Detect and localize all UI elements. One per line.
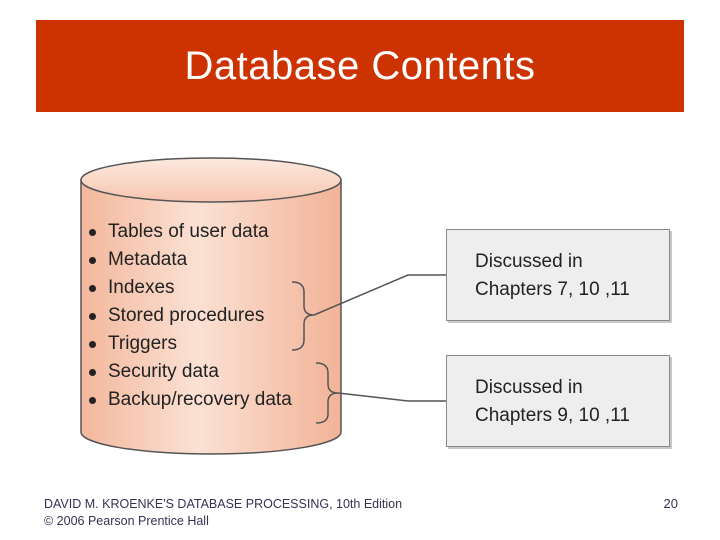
callout-lower: Discussed in Chapters 9, 10 ,11 (446, 355, 670, 447)
database-item-list: Tables of user data Metadata Indexes Sto… (86, 218, 292, 414)
callout-upper: Discussed in Chapters 7, 10 ,11 (446, 229, 670, 321)
connector-upper (313, 274, 446, 316)
bullet-icon (89, 340, 96, 348)
list-item: Tables of user data (86, 218, 292, 246)
callout-lower-line2: Chapters 9, 10 ,11 (475, 405, 630, 426)
bullet-icon (89, 368, 96, 376)
footer-line-1: DAVID M. KROENKE'S DATABASE PROCESSING, … (44, 497, 403, 511)
list-item: Metadata (86, 246, 292, 274)
footer-credit: DAVID M. KROENKE'S DATABASE PROCESSING, … (44, 496, 402, 530)
bullet-icon (89, 284, 96, 292)
bullet-icon (89, 228, 96, 236)
list-item: Backup/recovery data (86, 386, 292, 414)
slide-title: Database Contents (184, 43, 536, 88)
item-label: Metadata (108, 249, 188, 270)
callout-upper-line1: Discussed in (475, 251, 583, 272)
item-label: Security data (108, 361, 219, 382)
page-number: 20 (663, 496, 678, 511)
callout-upper-line2: Chapters 7, 10 ,11 (475, 279, 630, 300)
list-item: Stored procedures (86, 302, 292, 330)
bullet-icon (89, 396, 96, 404)
connector-lower (337, 392, 446, 402)
item-label: Tables of user data (108, 221, 269, 242)
item-label: Backup/recovery data (108, 389, 292, 410)
footer-line-2: © 2006 Pearson Prentice Hall (44, 514, 209, 528)
title-bar: Database Contents (36, 20, 684, 112)
item-label: Triggers (108, 333, 177, 354)
list-item: Security data (86, 358, 292, 386)
bullet-icon (89, 312, 96, 320)
database-cylinder-body (80, 179, 342, 455)
database-cylinder-top (80, 157, 342, 203)
item-label: Stored procedures (108, 305, 265, 326)
callout-lower-line1: Discussed in (475, 377, 583, 398)
list-item: Triggers (86, 330, 292, 358)
list-item: Indexes (86, 274, 292, 302)
item-label: Indexes (108, 277, 175, 298)
bullet-icon (89, 256, 96, 264)
